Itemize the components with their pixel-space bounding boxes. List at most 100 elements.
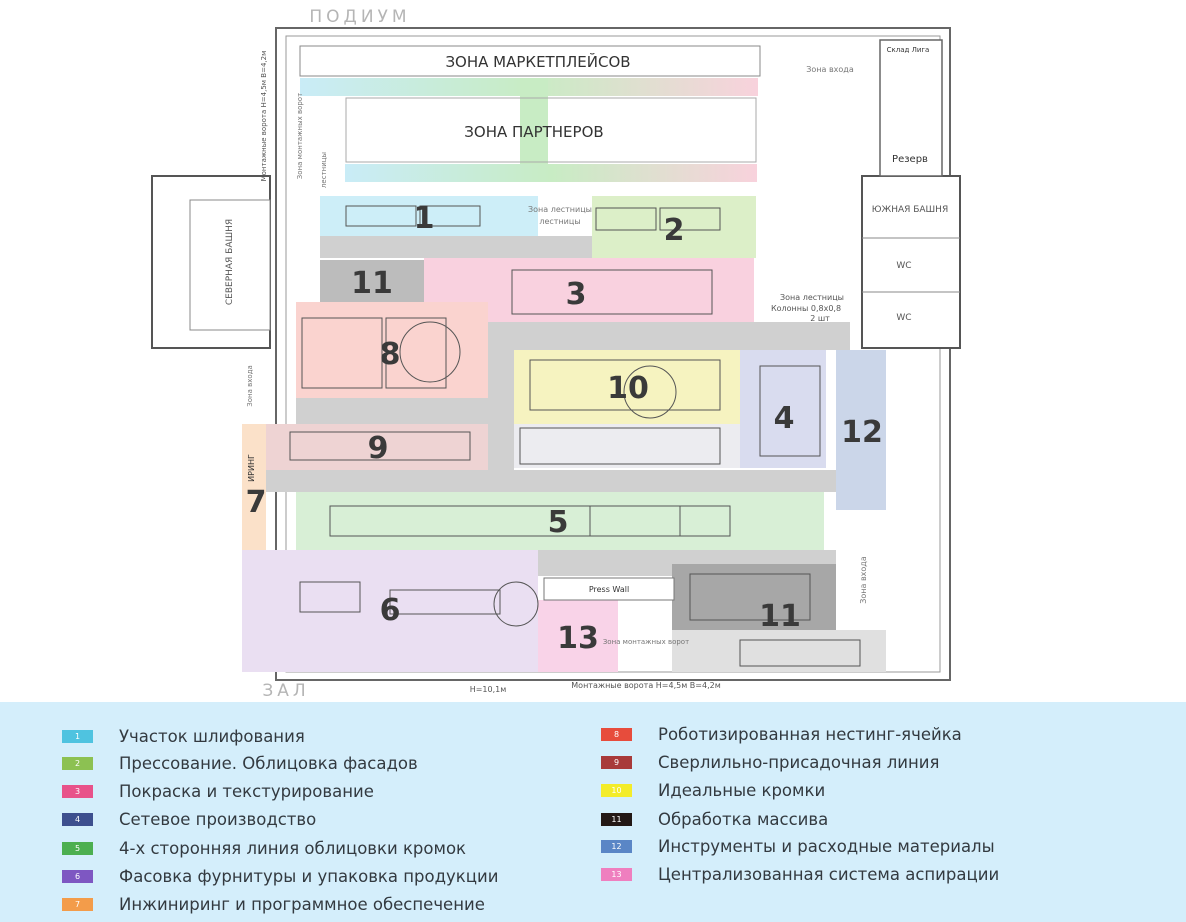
south-tower-label: ЮЖНАЯ БАШНЯ — [872, 205, 948, 215]
partners-zone-label: ЗОНА ПАРТНЕРОВ — [464, 123, 603, 141]
hall-label: ЗАЛ — [262, 681, 309, 701]
zone-number-10: 10 — [607, 371, 649, 406]
right-annex — [879, 39, 943, 177]
rainbow-band-bottom — [345, 164, 757, 182]
columns-count: 2 шт — [810, 314, 830, 323]
legend-swatch-10: 10 — [601, 783, 632, 797]
entrance-zone-right: Зона входа — [859, 556, 868, 604]
entrance-zone-top: Зона входа — [806, 65, 854, 74]
zone-number-5: 5 — [548, 505, 569, 540]
aisle-lower — [266, 470, 836, 492]
aisle-left2 — [296, 398, 488, 424]
press-wall-label: Press Wall — [589, 585, 629, 594]
legend-label-13: Централизованная система аспирации — [658, 864, 1000, 884]
side-entry-left: Зона входа — [246, 365, 254, 407]
partners-zone — [345, 97, 757, 163]
engineering-booth: ИРИНГ — [247, 454, 256, 482]
legend-label-10: Идеальные кромки — [658, 780, 826, 800]
zone-number-12: 12 — [841, 415, 883, 450]
legend-label-1: Участок шлифования — [119, 726, 305, 746]
legend-label-5: 4-х сторонняя линия облицовки кромок — [119, 838, 466, 858]
legend-item-6: 6 Фасовка фурнитуры и упаковка продукции — [62, 866, 498, 886]
legend-swatch-3: 3 — [62, 784, 93, 798]
wc-1-label: WC — [896, 261, 911, 271]
zone-5-area — [296, 492, 824, 550]
reserve-label: Резерв — [892, 154, 928, 165]
zone-7-area — [242, 424, 266, 550]
stairs-small-left: лестницы — [320, 152, 328, 188]
stairs-small-top: лестницы — [539, 217, 580, 226]
legend-item-8: 8 Роботизированная нестинг-ячейка — [601, 724, 962, 744]
zone-number-8: 8 — [380, 337, 401, 372]
warehouse-label: Склад Лига — [887, 46, 930, 54]
zone-number-7: 7 — [246, 485, 267, 520]
press-wall-box — [543, 577, 675, 601]
legend-item-1: 1 Участок шлифования — [62, 726, 305, 746]
podium-label: ПОДИУМ — [309, 7, 410, 27]
aisle-mid — [488, 322, 850, 350]
zone-number-4: 4 — [774, 401, 795, 436]
legend-item-9: 9 Сверлильно-присадочная линия — [601, 752, 939, 772]
zone-number-3: 3 — [566, 277, 587, 312]
legend-label-12: Инструменты и расходные материалы — [658, 836, 995, 856]
zone-number-13: 13 — [557, 621, 599, 656]
aisle-left — [488, 322, 514, 470]
legend-swatch-1: 1 — [62, 729, 93, 743]
legend-item-7: 7 Инжиниринг и программное обеспечение — [62, 894, 485, 914]
stairs-zone-right: Зона лестницы — [780, 293, 844, 302]
legend-label-8: Роботизированная нестинг-ячейка — [658, 724, 962, 744]
mount-zone-bottom: Зона монтажных ворот — [603, 638, 689, 646]
green-corridor — [520, 78, 548, 178]
marketplace-zone — [299, 45, 761, 77]
wc-2-label: WC — [896, 313, 911, 323]
legend-swatch-11: 11 — [601, 812, 632, 826]
zone-number-9: 9 — [368, 431, 389, 466]
legend-label-4: Сетевое производство — [119, 809, 317, 829]
mount-gate-bottom: Монтажные ворота Н=4,5м В=4,2м — [571, 681, 720, 690]
legend-item-11: 11 Обработка массива — [601, 809, 828, 829]
legend-swatch-2: 2 — [62, 756, 93, 770]
legend-label-2: Прессование. Облицовка фасадов — [119, 753, 418, 773]
legend-panel: 1 Участок шлифования 2 Прессование. Обли… — [0, 702, 1186, 922]
legend-label-9: Сверлильно-присадочная линия — [658, 752, 940, 772]
legend-item-4: 4 Сетевое производство — [62, 809, 316, 829]
zone-1-area — [320, 196, 538, 236]
legend-swatch-8: 8 — [601, 727, 632, 741]
zone-12-area — [836, 350, 886, 510]
aisle-top — [320, 236, 592, 258]
legend-label-3: Покраска и текстурирование — [119, 781, 374, 801]
zone-4-area — [740, 350, 826, 468]
zone-2-area — [592, 196, 756, 258]
legend-swatch-12: 12 — [601, 839, 632, 853]
zone-11a-area — [320, 260, 424, 302]
zone-number-11b: 11 — [759, 599, 801, 634]
legend-item-2: 2 Прессование. Облицовка фасадов — [62, 753, 418, 773]
legend-label-11: Обработка массива — [658, 809, 829, 829]
mount-zone-left: Зона монтажных ворот — [296, 93, 304, 179]
legend-item-13: 13 Централизованная система аспирации — [601, 864, 999, 884]
mount-gate-left: Монтажные ворота Н=4,5м В=4,2м — [260, 51, 268, 182]
legend-swatch-7: 7 — [62, 897, 93, 911]
south-tower-block — [861, 175, 961, 349]
equipment-lines — [289, 205, 861, 667]
marketplace-zone-label: ЗОНА МАРКЕТПЛЕЙСОВ — [445, 52, 630, 71]
zone-11b-area — [672, 564, 836, 630]
zone-number-6: 6 — [380, 593, 401, 628]
legend-label-7: Инжиниринг и программное обеспечение — [119, 894, 485, 914]
legend-swatch-5: 5 — [62, 841, 93, 855]
legend-swatch-6: 6 — [62, 869, 93, 883]
zone-13-area — [538, 600, 618, 672]
legend-item-3: 3 Покраска и текстурирование — [62, 781, 374, 801]
columns-note: Колонны 0,8х0,8 — [771, 304, 841, 313]
legend-swatch-4: 4 — [62, 812, 93, 826]
floor-plan: ПОДИУМ ЗАЛ ЗОНА МАРКЕТПЛЕЙСОВ ЗОНА ПАРТН… — [151, 7, 961, 701]
zone-number-11a: 11 — [351, 266, 393, 301]
zone-number-1: 1 — [414, 201, 435, 236]
legend-swatch-13: 13 — [601, 867, 632, 881]
zone-11b-lower — [672, 630, 886, 672]
legend-label-6: Фасовка фурнитуры и упаковка продукции — [119, 866, 499, 886]
stairs-zone-top: Зона лестницы — [528, 205, 592, 214]
legend-item-10: 10 Идеальные кромки — [601, 780, 825, 800]
height-mark: H=10,1м — [470, 685, 507, 694]
zone-number-2: 2 — [664, 213, 685, 248]
